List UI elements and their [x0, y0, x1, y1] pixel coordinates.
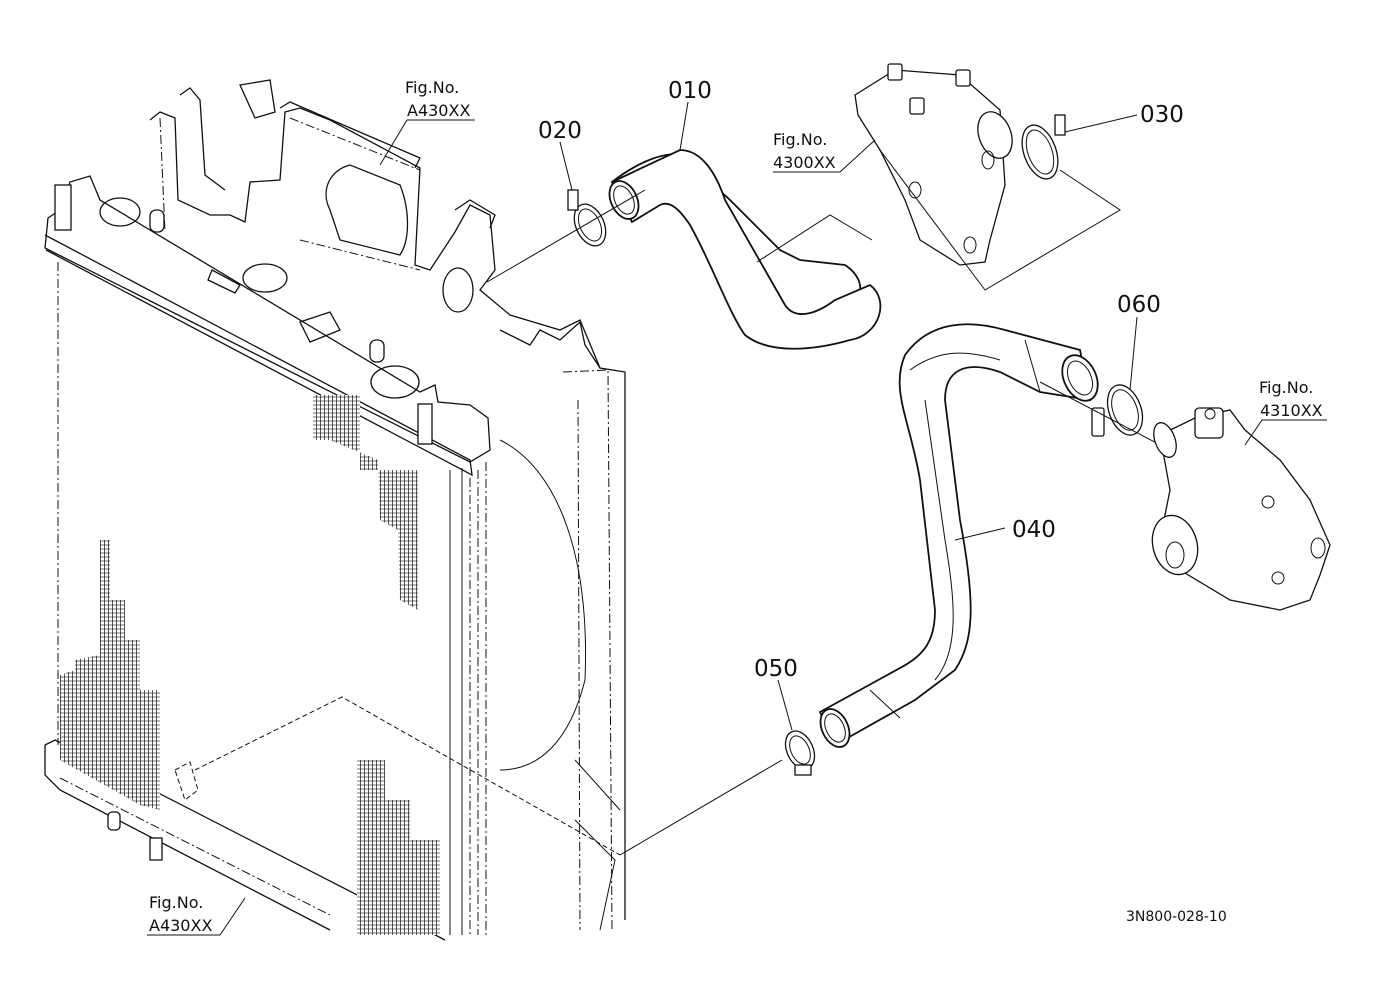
- hose-clamp-050: [784, 730, 816, 776]
- callout-leaders: [147, 101, 1327, 936]
- fig-ref-4300xx: Fig.No. 4300XX: [773, 130, 836, 172]
- fig-ref-number: A430XX: [149, 916, 212, 935]
- radiator-shroud: [149, 79, 626, 931]
- radiator-fins: [60, 540, 160, 810]
- thermostat-housing: [854, 63, 1121, 291]
- radiator-fins: [313, 395, 418, 610]
- radiator-assembly: [44, 79, 783, 941]
- upper-radiator-hose: [608, 149, 882, 350]
- drawing-code: 3N800-028-10: [1126, 909, 1227, 925]
- water-pump: [1151, 407, 1331, 611]
- radiator-fins: [357, 760, 440, 935]
- fig-ref-a430xx-bottom: Fig.No. A430XX: [149, 893, 212, 935]
- fig-ref-a430xx-top: Fig.No. A430XX: [405, 78, 470, 120]
- lower-radiator-hose: [818, 323, 1099, 748]
- radiator-core: [44, 175, 491, 941]
- hose-clamp-030: [1021, 114, 1066, 180]
- fig-ref-number: 4310XX: [1260, 401, 1323, 420]
- callout-060: 060: [1117, 292, 1161, 318]
- fig-ref-number: 4300XX: [773, 153, 836, 172]
- fig-ref-number: A430XX: [407, 101, 470, 120]
- fig-ref-prefix: Fig.No.: [1259, 378, 1313, 397]
- fig-ref-4310xx: Fig.No. 4310XX: [1259, 378, 1323, 420]
- callout-040: 040: [1012, 517, 1056, 543]
- callout-020: 020: [538, 118, 582, 144]
- fig-ref-prefix: Fig.No.: [149, 893, 203, 912]
- hose-clamp-060: [1039, 381, 1171, 451]
- callout-030: 030: [1140, 102, 1184, 128]
- fig-ref-prefix: Fig.No.: [773, 130, 827, 149]
- fig-ref-prefix: Fig.No.: [405, 78, 459, 97]
- hose-clamp-020: [486, 189, 646, 283]
- callout-010: 010: [668, 78, 712, 104]
- callout-050: 050: [754, 656, 798, 682]
